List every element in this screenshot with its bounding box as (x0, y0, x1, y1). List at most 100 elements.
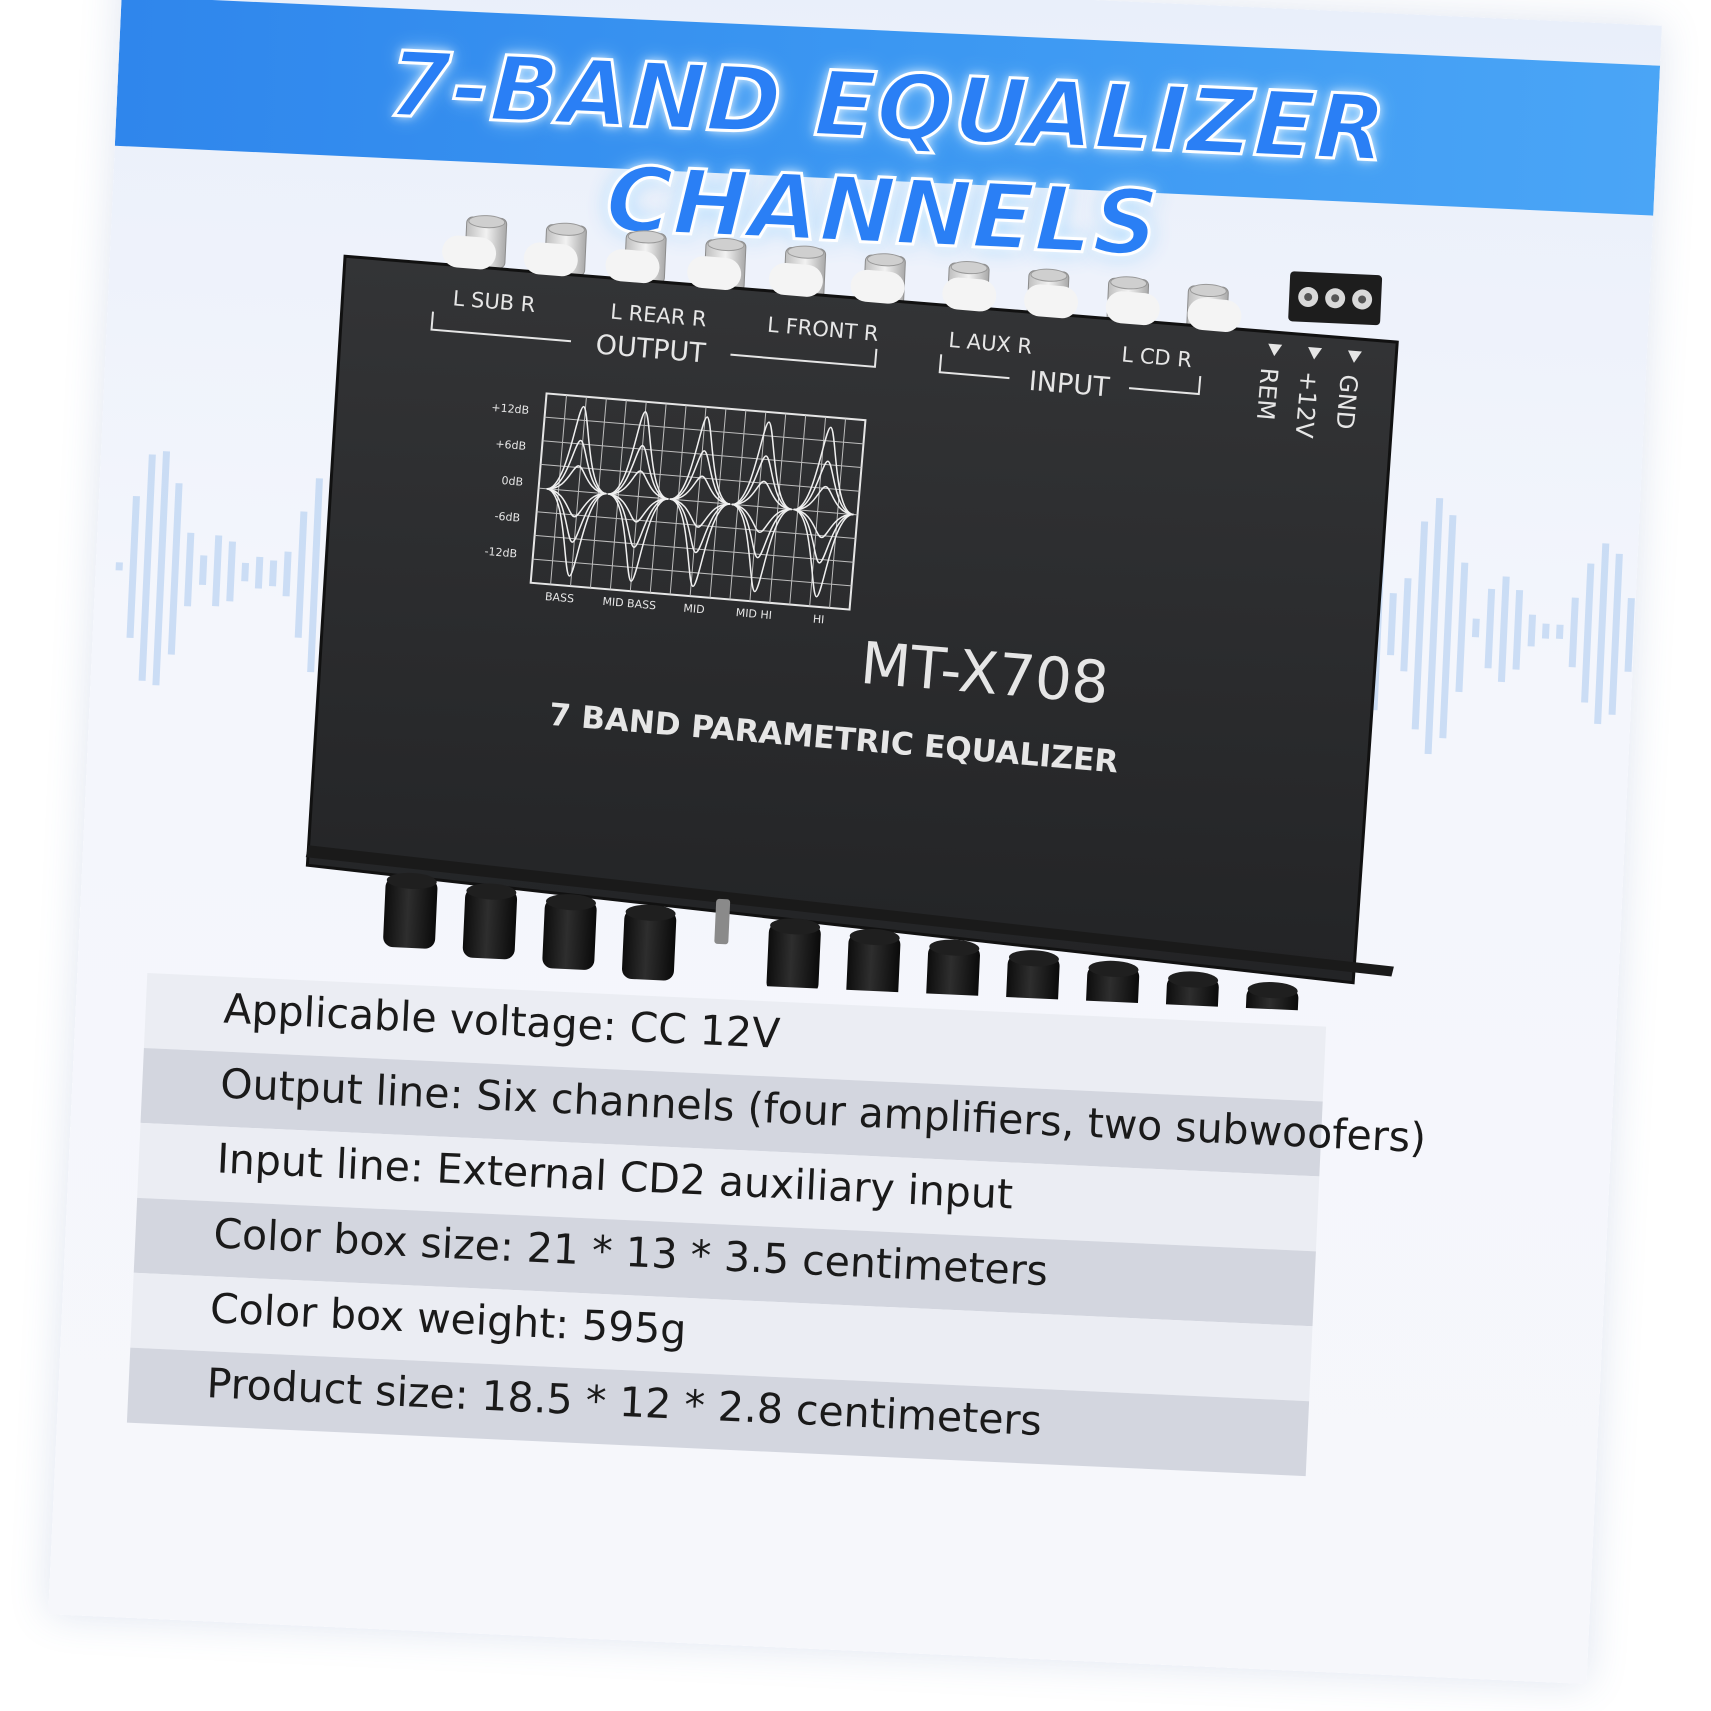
rca-jack-rim (1030, 268, 1068, 282)
rca-jack-rim (787, 245, 825, 259)
rca-jack-rim (548, 222, 585, 236)
port-markings (442, 235, 1242, 332)
knob (766, 922, 821, 995)
knob-top (1088, 960, 1139, 977)
mounting-flange (305, 845, 1394, 977)
knob-top (466, 883, 517, 900)
eq-curve (670, 498, 731, 528)
wave-bar (1594, 543, 1610, 725)
wave-bar (1455, 562, 1469, 693)
equalizer-device: L SUB R L REAR R L FRONT R OUTPUT L AUX … (305, 215, 1399, 1016)
rca-jack-rim (950, 261, 988, 275)
input-group-label: INPUT (1028, 366, 1112, 404)
knob-top (1168, 971, 1219, 988)
graph-gridline (544, 416, 864, 445)
knob-top (1247, 982, 1298, 999)
rca-jack-rim (1110, 276, 1148, 290)
power-terminal-block (1288, 271, 1383, 326)
wave-bar (294, 511, 308, 638)
wave-bar (1512, 589, 1524, 670)
eq-curve (793, 508, 854, 564)
graph-db-label: +6dB (495, 437, 527, 453)
wave-bar (184, 532, 195, 607)
port-oval (1024, 284, 1079, 319)
eq-curve (546, 465, 607, 495)
port-oval (942, 277, 997, 312)
eq-curve (731, 503, 792, 533)
eq-curve (546, 439, 607, 495)
port-oval (442, 235, 497, 270)
eq-curve (669, 416, 731, 505)
spec-text: Color box weight: 595g (209, 1284, 688, 1354)
wave-bar (1527, 614, 1537, 647)
graph-db-label: -12dB (484, 545, 517, 561)
wave-bar (241, 562, 250, 582)
eq-curve (608, 470, 669, 500)
graph-db-label: 0dB (501, 474, 524, 489)
knob-top (849, 928, 900, 946)
product-card: 7-BAND EQUALIZER CHANNELS (48, 0, 1662, 1685)
eq-curve (669, 498, 731, 588)
rca-jack-rim (627, 230, 665, 244)
port-oval (687, 256, 742, 290)
eq-curve (731, 503, 792, 559)
wave-bar (1581, 563, 1595, 703)
title-banner: 7-BAND EQUALIZER CHANNELS (114, 0, 1661, 279)
port-oval (605, 249, 660, 284)
rca-jack-rim (866, 253, 904, 267)
wave-bar (1471, 618, 1480, 638)
wave-bar (1411, 521, 1429, 730)
knob-top (770, 918, 821, 935)
port-oval (768, 262, 823, 297)
wave-bar (1424, 497, 1444, 755)
graph-gridline (538, 487, 858, 516)
rca-jack-rim (707, 238, 745, 252)
led-indicator (714, 898, 731, 945)
eq-curve (793, 460, 854, 516)
knob-top (929, 939, 980, 956)
eq-curve (731, 503, 792, 593)
wave-bar (126, 495, 140, 639)
graph-band-label: BASS (544, 590, 574, 605)
wave-bar (1497, 576, 1510, 683)
input-bracket (938, 354, 1202, 396)
eq-curve (731, 480, 792, 511)
wave-bar (1638, 599, 1641, 672)
wave-bar (198, 555, 208, 586)
knob-top (1008, 950, 1059, 967)
wave-bar (1555, 624, 1564, 639)
eq-curve (608, 444, 669, 500)
graph-gridline (532, 558, 852, 587)
rca-jack-rim (468, 215, 506, 229)
port-oval (1105, 291, 1160, 326)
port-oval (523, 242, 578, 277)
wave-bar (226, 541, 236, 602)
graph-band-label: MID (683, 602, 705, 617)
knob (1244, 986, 1299, 1016)
graph-band-label: HI (812, 613, 825, 627)
eq-curve (793, 508, 854, 539)
knob (622, 909, 677, 981)
wave-bar (1400, 578, 1412, 672)
eq-curve (793, 508, 854, 598)
knob (462, 887, 518, 960)
eq-curve (546, 488, 607, 518)
knob-top (625, 904, 676, 921)
wave-bar (1541, 623, 1550, 639)
eq-curve (546, 405, 607, 495)
eq-curve (669, 498, 731, 554)
graph-band-label: MID BASS (602, 595, 657, 612)
port-oval (850, 269, 905, 304)
eq-curve (731, 455, 792, 511)
wave-bar (1484, 588, 1496, 669)
wave-bar (254, 556, 264, 589)
eq-curve (793, 485, 854, 516)
graph-band-label: MID HI (735, 606, 772, 622)
knob (383, 877, 438, 949)
wave-bar (1439, 515, 1457, 739)
wave-bar (152, 451, 171, 686)
graph-db-label: -6dB (494, 510, 520, 525)
input-label-cd: L CD R (1121, 342, 1193, 372)
